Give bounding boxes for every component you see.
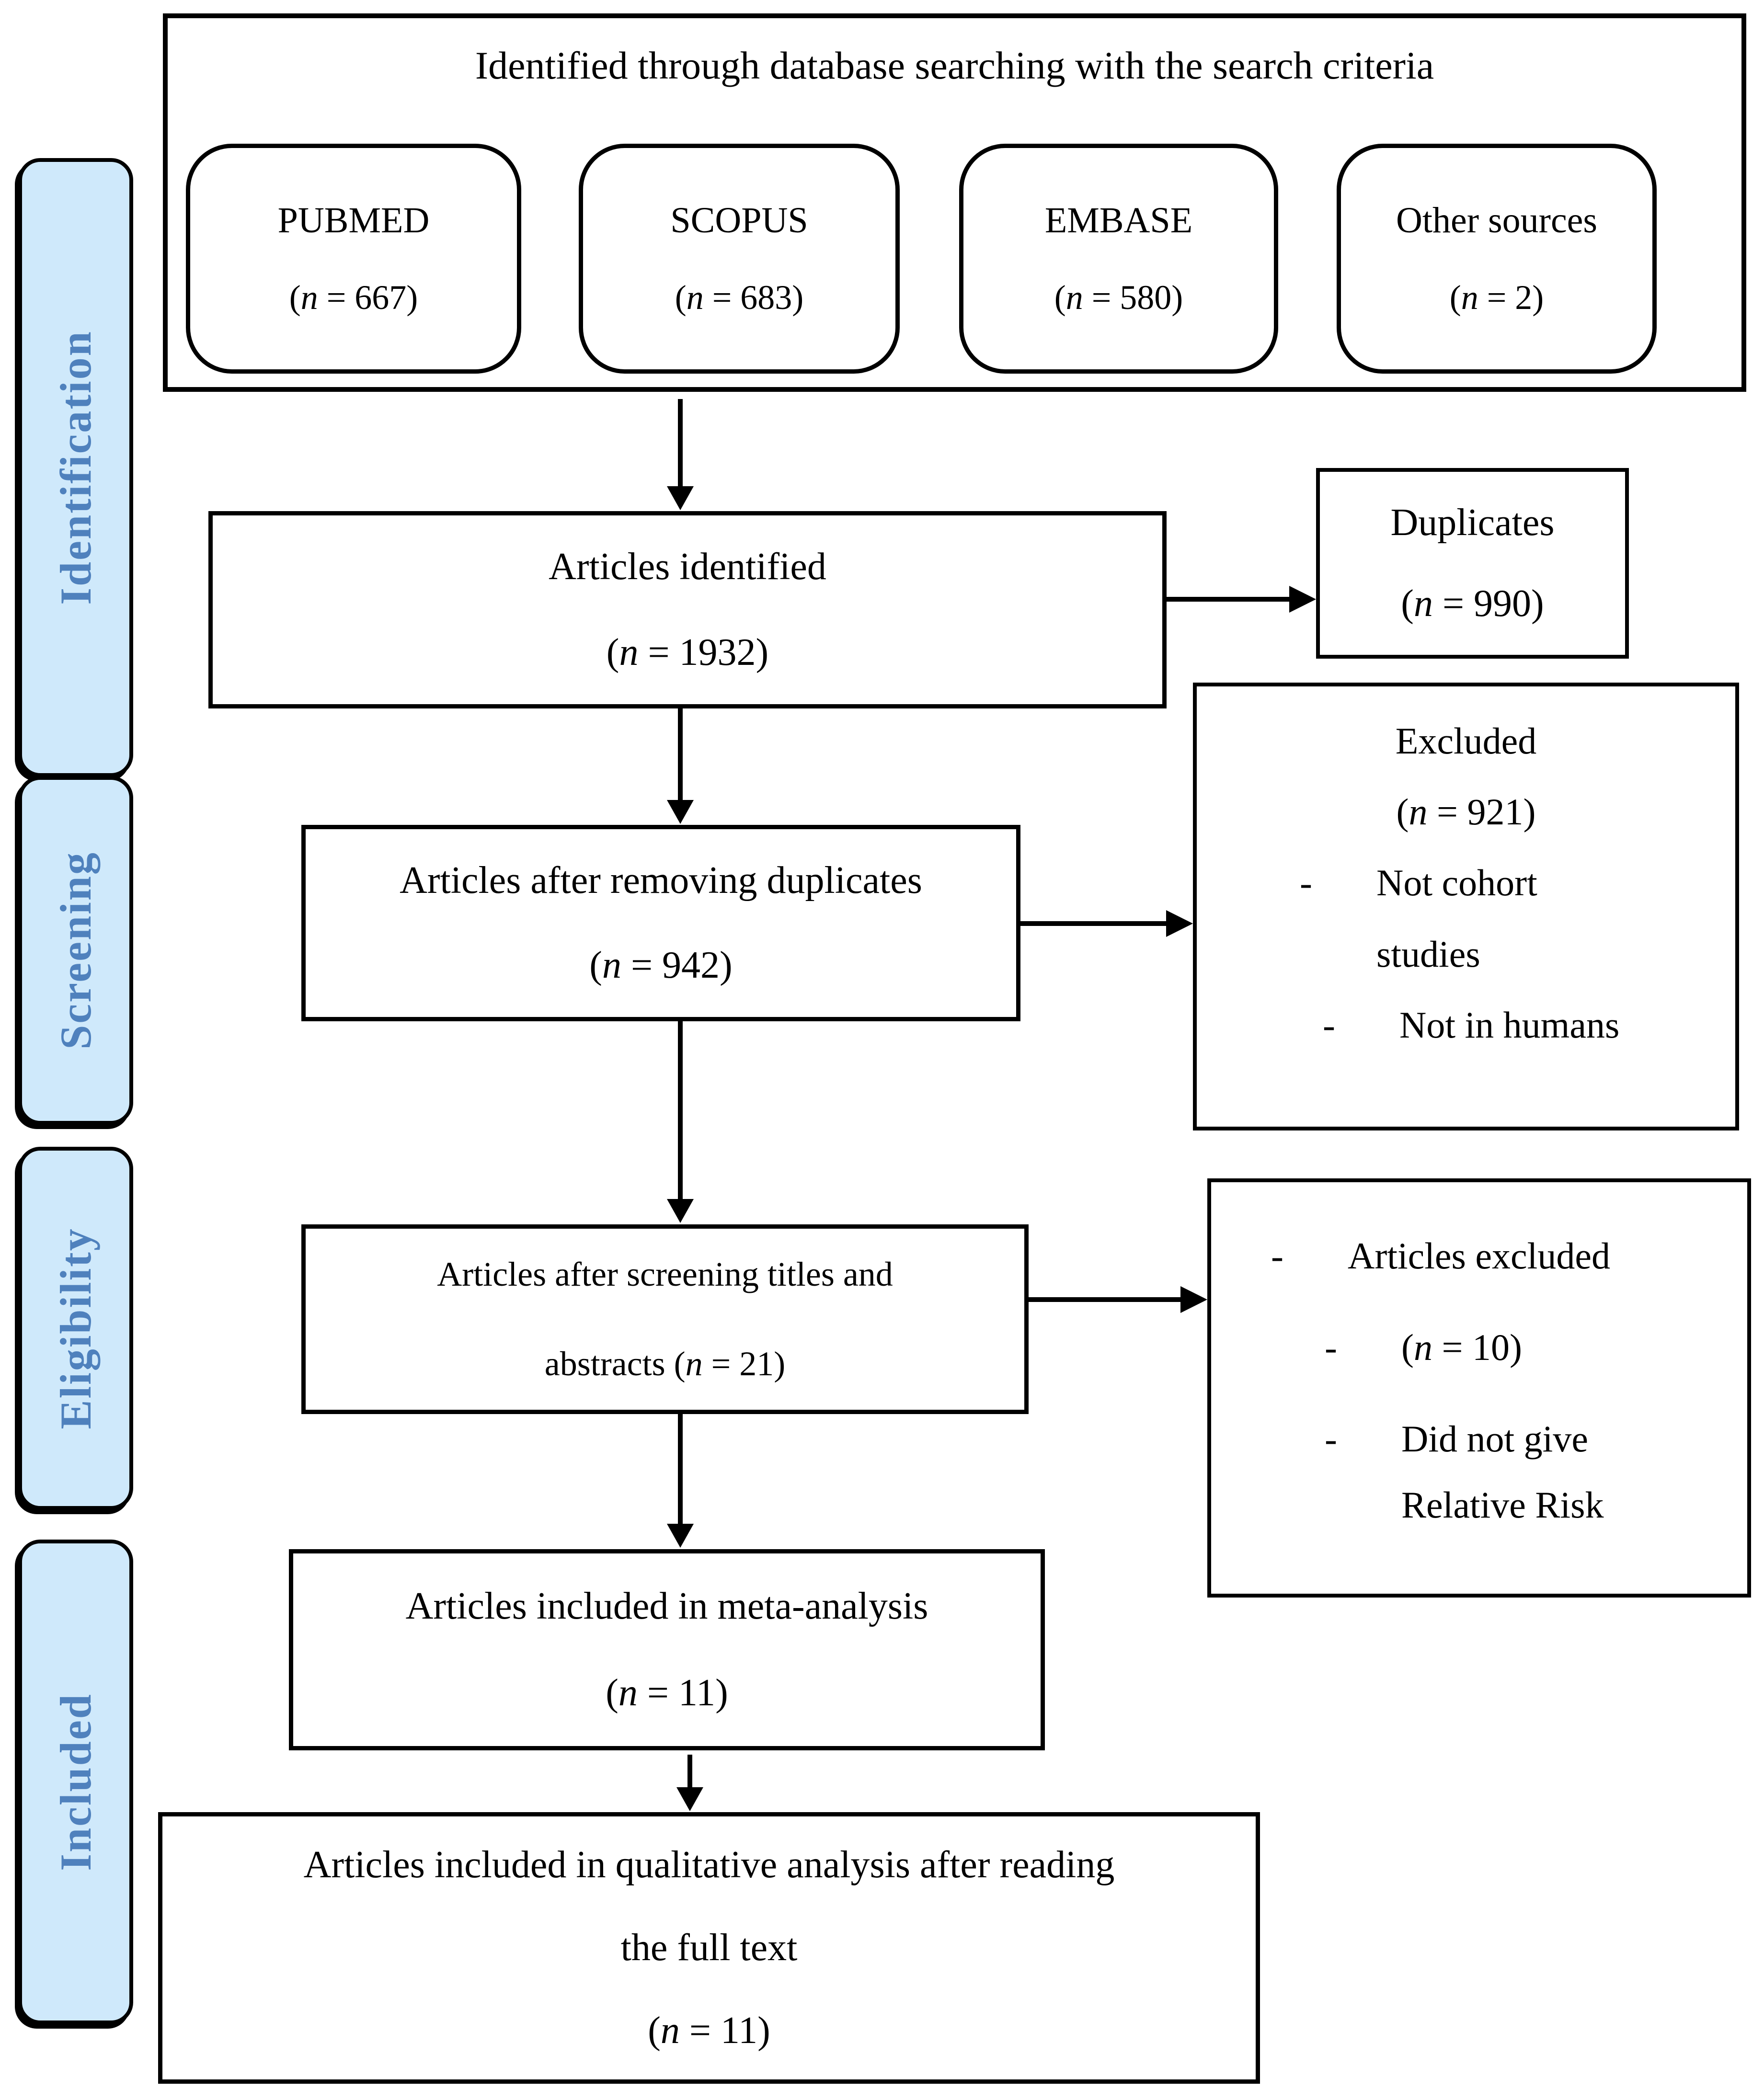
arrowhead-down-icon — [676, 1787, 703, 1811]
source-box-pubmed: PUBMED (n = 667) — [186, 144, 521, 374]
qualitative-analysis-box: Articles included in qualitative analysi… — [158, 1812, 1260, 2084]
source-name: SCOPUS — [670, 200, 808, 240]
articles-excluded-box: - Articles excluded - (n = 10) - Did not… — [1207, 1178, 1751, 1598]
bullet-dash: - — [1325, 1417, 1337, 1460]
sidebar-phase-included: Included — [18, 1540, 133, 2024]
after-removing-duplicates-box: Articles after removing duplicates (n = … — [301, 825, 1020, 1021]
box-label-line2: the full text — [620, 1927, 798, 1969]
box-label: Articles identified — [549, 546, 826, 588]
source-box-other-sources: Other sources (n = 2) — [1337, 144, 1657, 374]
sidebar-phase-eligibility: Eligibility — [18, 1147, 133, 1510]
source-count: (n = 667) — [289, 278, 418, 317]
source-name: Other sources — [1396, 200, 1597, 240]
box-count: (n = 942) — [589, 944, 733, 986]
bullet-dash: - — [1271, 1235, 1283, 1277]
phase-label: Screening — [51, 851, 101, 1050]
excluded-box: Excluded (n = 921) - Not cohort studies … — [1193, 683, 1739, 1130]
articles-excluded-bullet: - (n = 10) — [1325, 1314, 1733, 1381]
phase-label: Eligibility — [51, 1227, 100, 1429]
box-label-line1: Articles after screening titles and — [437, 1255, 893, 1293]
bullet-text: Articles excluded — [1348, 1235, 1610, 1277]
bullet-text: Not in humans — [1399, 1004, 1620, 1046]
articles-excluded-bullet: - Articles excluded — [1271, 1223, 1733, 1290]
box-count: (n = 11) — [648, 2009, 770, 2052]
source-name: PUBMED — [277, 200, 430, 240]
arrowhead-right-icon — [1180, 1286, 1207, 1313]
database-search-box: Identified through database searching wi… — [163, 13, 1746, 392]
sidebar-phase-identification: Identification — [18, 158, 133, 777]
sidebar-phase-screening: Screening — [18, 776, 133, 1125]
arrow-after-duplicates-to-screening — [678, 1021, 683, 1200]
box-count: (n = 1932) — [606, 631, 769, 674]
phase-label: Identification — [51, 330, 100, 605]
excluded-count: (n = 921) — [1396, 791, 1536, 833]
arrow-meta-to-qualitative — [687, 1755, 692, 1788]
box-label-line1: Articles included in qualitative analysi… — [303, 1844, 1115, 1886]
arrowhead-right-icon — [1166, 910, 1193, 937]
box-label: Articles included in meta-analysis — [405, 1585, 928, 1627]
bullet-dash: - — [1325, 1326, 1337, 1368]
articles-identified-box: Articles identified (n = 1932) — [208, 511, 1167, 708]
bullet-dash: - — [1323, 1004, 1335, 1046]
arrowhead-right-icon — [1289, 586, 1316, 613]
arrowhead-down-icon — [667, 486, 694, 510]
source-count: (n = 683) — [675, 278, 804, 317]
arrow-identified-to-duplicates — [1167, 597, 1289, 602]
database-search-title: Identified through database searching wi… — [475, 44, 1434, 87]
box-label: Articles after removing duplicates — [400, 859, 922, 902]
arrow-identified-to-after-duplicates — [678, 708, 683, 801]
box-label-line2: abstracts (n = 21) — [544, 1345, 786, 1383]
articles-excluded-bullet: - Did not give Relative Risk — [1325, 1406, 1733, 1539]
box-count: (n = 990) — [1401, 582, 1544, 625]
source-box-embase: EMBASE (n = 580) — [959, 144, 1278, 374]
arrowhead-down-icon — [667, 800, 694, 824]
excluded-bullet: - Not in humans — [1323, 990, 1716, 1061]
arrowhead-down-icon — [667, 1524, 694, 1548]
arrow-screening-to-articles-excluded — [1029, 1297, 1180, 1302]
arrow-top-to-identified — [678, 399, 683, 486]
meta-analysis-box: Articles included in meta-analysis (n = … — [289, 1549, 1045, 1750]
bullet-text: (n = 10) — [1401, 1326, 1522, 1368]
excluded-bullet: - Not cohort studies — [1300, 847, 1716, 989]
box-count: (n = 11) — [606, 1672, 728, 1714]
after-screening-box: Articles after screening titles and abst… — [301, 1224, 1029, 1414]
bullet-dash: - — [1300, 862, 1312, 904]
arrow-after-duplicates-to-excluded — [1020, 921, 1166, 926]
arrow-screening-to-meta — [678, 1414, 683, 1525]
arrowhead-down-icon — [667, 1199, 694, 1223]
bullet-text: Did not give — [1401, 1417, 1588, 1460]
phase-label: Included — [51, 1693, 101, 1871]
bullet-text: Relative Risk — [1401, 1484, 1604, 1526]
source-count: (n = 580) — [1054, 278, 1183, 317]
bullet-text: Not cohort — [1376, 862, 1537, 904]
source-name: EMBASE — [1044, 200, 1193, 240]
bullet-text: studies — [1376, 933, 1480, 975]
duplicates-box: Duplicates (n = 990) — [1316, 468, 1629, 659]
excluded-title: Excluded — [1395, 720, 1537, 762]
source-count: (n = 2) — [1449, 278, 1544, 317]
box-label: Duplicates — [1390, 502, 1555, 544]
source-box-scopus: SCOPUS (n = 683) — [579, 144, 900, 374]
